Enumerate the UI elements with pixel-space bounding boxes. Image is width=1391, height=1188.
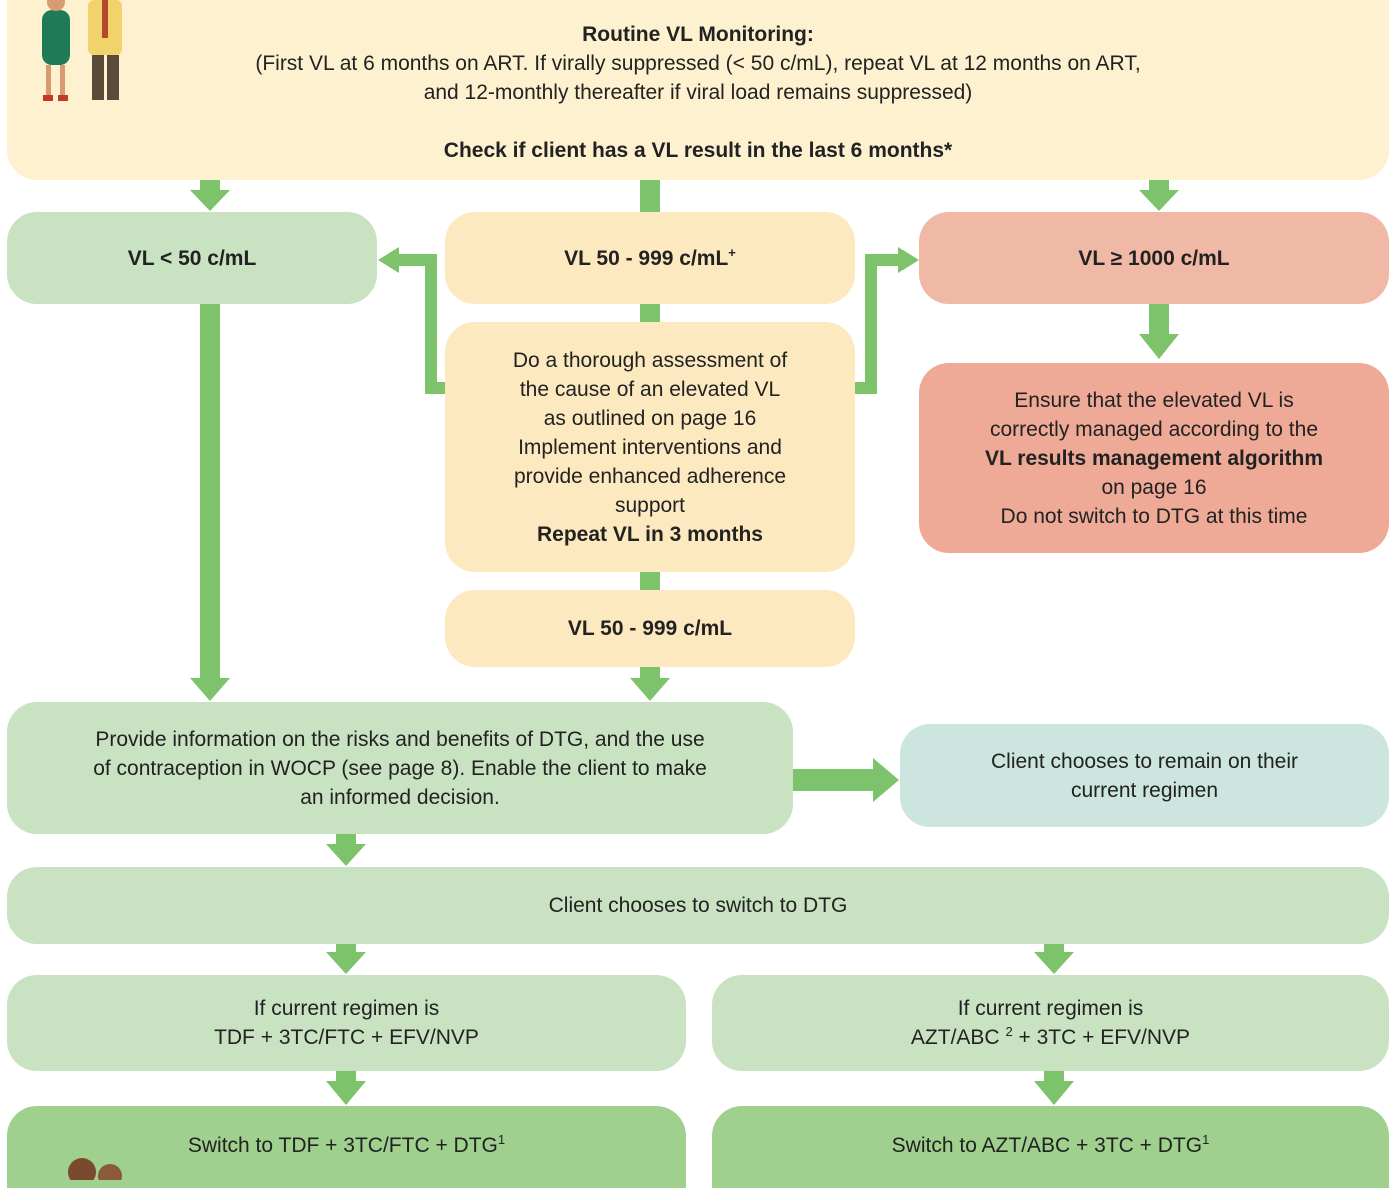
vl-low-label: VL < 50 c/mL (127, 246, 257, 270)
regimen-right-line1: If current regimen is (957, 997, 1144, 1020)
vl-mid-repeat-label: VL 50 - 999 c/mL (567, 617, 733, 640)
switch-right-box: Switch to AZT/ABC + 3TC + DTG1 (712, 1106, 1389, 1188)
high-manage-algorithm: VL results management algorithm (984, 446, 1324, 470)
high-manage-line3: on page 16 (1101, 475, 1207, 499)
remain-line1: Client chooses to remain on their (991, 749, 1298, 773)
regimen-left-line2: TDF + 3TC/FTC + EFV/NVP (214, 1026, 479, 1049)
regimen-right-sup: 2 (1005, 1024, 1013, 1039)
vl-high-box: VL ≥ 1000 c/mL (919, 212, 1389, 304)
switch-right-text: Switch to AZT/ABC + 3TC + DTG1 (892, 1131, 1210, 1160)
arrow-head (630, 678, 670, 701)
assessment-line-4: Implement interventions and (518, 435, 782, 459)
header-check: Check if client has a VL result in the l… (443, 138, 953, 162)
remain-box: Client chooses to remain on their curren… (900, 724, 1389, 827)
vl-high-label: VL ≥ 1000 c/mL (1078, 246, 1230, 270)
vl-mid-label: VL 50 - 999 c/mL (564, 246, 729, 270)
header-box: Routine VL Monitoring: (First VL at 6 mo… (7, 0, 1389, 180)
arrow-head (378, 247, 399, 273)
arrow-head (1034, 952, 1074, 974)
regimen-right-rest: + 3TC + EFV/NVP (1012, 1026, 1191, 1049)
header-line1: (First VL at 6 months on ART. If virally… (255, 51, 1141, 75)
info-box: Provide information on the risks and ben… (7, 702, 793, 834)
assessment-line-2: the cause of an elevated VL (519, 377, 781, 401)
person-illustration-icon (68, 1158, 122, 1180)
people-illustration-icon (42, 0, 122, 101)
remain-line2: current regimen (1070, 778, 1219, 802)
header-line2: and 12-monthly thereafter if viral load … (423, 80, 973, 104)
assessment-line-6: support (614, 493, 686, 517)
switch-right-sup: 1 (1202, 1131, 1210, 1147)
header-title: Routine VL Monitoring: (582, 22, 814, 46)
arrow-head (873, 758, 899, 802)
arrow-head (1034, 1081, 1074, 1105)
switch-choice-box: Client chooses to switch to DTG (7, 867, 1389, 944)
regimen-left-box: If current regimen is TDF + 3TC/FTC + EF… (7, 975, 686, 1071)
switch-left-text: Switch to TDF + 3TC/FTC + DTG1 (188, 1131, 505, 1160)
info-line2: of contraception in WOCP (see page 8). E… (93, 756, 707, 780)
assessment-box: Do a thorough assessment of the cause of… (445, 322, 855, 572)
high-manage-box: Ensure that the elevated VL is correctly… (919, 363, 1389, 553)
vl-mid-mark: + (728, 244, 736, 260)
arrow-head (1139, 190, 1179, 211)
switch-left-label: Switch to TDF + 3TC/FTC + DTG (187, 1133, 498, 1157)
info-line1: Provide information on the risks and ben… (95, 727, 705, 751)
arrow-head (326, 952, 366, 974)
vl-mid-text: VL 50 - 999 c/mL+ (564, 244, 736, 273)
arrow-head (326, 844, 366, 866)
assessment-line-3: as outlined on page 16 (543, 406, 757, 430)
high-manage-line2: correctly managed according to the (989, 417, 1318, 441)
info-line3: an informed decision. (300, 785, 500, 809)
regimen-right-line2: AZT/ABC 2 + 3TC + EFV/NVP (911, 1023, 1190, 1052)
arrow-head (190, 190, 230, 211)
regimen-right-box: If current regimen is AZT/ABC 2 + 3TC + … (712, 975, 1389, 1071)
vl-low-box: VL < 50 c/mL (7, 212, 377, 304)
assessment-repeat: Repeat VL in 3 months (537, 522, 763, 546)
high-manage-line1: Ensure that the elevated VL is (1014, 388, 1294, 412)
regimen-left-line1: If current regimen is (253, 997, 440, 1020)
arrow-head (190, 678, 230, 701)
assessment-line-5: provide enhanced adherence (513, 464, 787, 488)
vl-mid-repeat-box: VL 50 - 999 c/mL (445, 590, 855, 667)
arrow-head (1139, 334, 1179, 359)
switch-choice-label: Client chooses to switch to DTG (548, 894, 848, 917)
vl-mid-box: VL 50 - 999 c/mL+ (445, 212, 855, 304)
arrow-head (898, 247, 919, 273)
regimen-right-drug: AZT/ABC (910, 1026, 1000, 1049)
high-manage-line4: Do not switch to DTG at this time (1000, 504, 1308, 528)
assessment-line-1: Do a thorough assessment of (512, 348, 788, 372)
switch-left-sup: 1 (497, 1131, 506, 1147)
arrow-head (326, 1081, 366, 1105)
switch-right-label: Switch to AZT/ABC + 3TC + DTG (891, 1133, 1203, 1157)
